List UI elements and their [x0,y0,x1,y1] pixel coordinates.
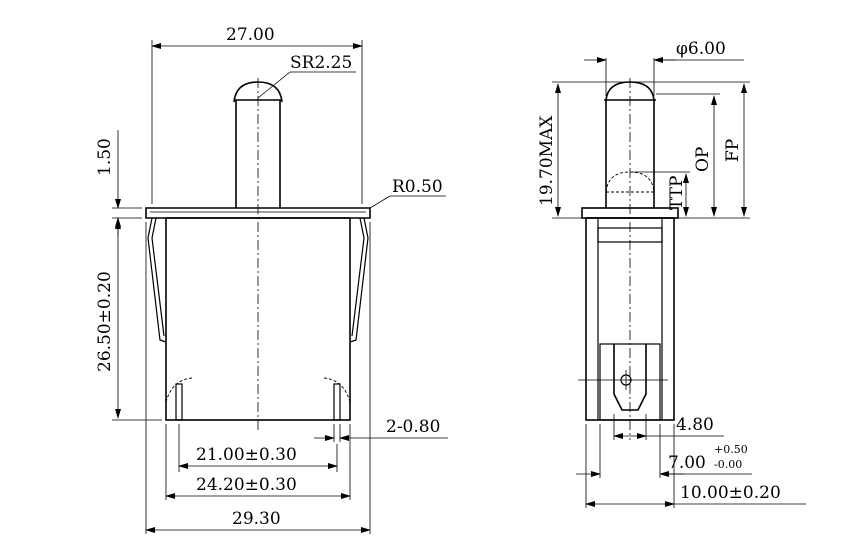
label-terminal-blade: 4.80 [676,415,714,435]
label-op: OP [693,147,713,172]
label-terminal-pitch-inner: 21.00±0.30 [196,445,297,465]
side-plunger [604,81,656,208]
label-side-width: 10.00±0.20 [680,483,781,503]
side-view: φ6.00 19.70MAX FP OP TTP [537,39,806,508]
dim-max-height: 19.70MAX [537,81,626,219]
label-sphere-radius: SR2.25 [290,53,352,73]
side-body [585,217,675,421]
dim-op: OP [656,93,720,217]
label-depth-tol-minus: -0.00 [714,458,742,471]
dim-flange-thickness: 1.50 [95,130,142,236]
label-ttp: TTP [667,176,687,210]
label-flange-thickness: 1.50 [95,138,115,176]
label-max-height: 19.70MAX [537,115,557,206]
side-terminal [578,344,668,411]
dim-terminal-blade: 4.80 [613,414,724,440]
front-flange [145,207,371,219]
dim-body-height: 26.50±0.20 [95,219,162,421]
dim-side-width: 10.00±0.20 [585,424,806,508]
dim-depth: 7.00 +0.50 -0.00 [576,424,752,478]
label-terminal-width: 2-0.80 [386,417,440,437]
front-body [147,217,369,421]
label-overall-width: 29.30 [232,509,281,529]
dim-fp: FP [634,81,750,219]
label-depth-tol-plus: +0.50 [714,443,748,456]
front-terminals [165,377,351,421]
dim-sphere-radius: SR2.25 [257,53,356,99]
dim-ttp: TTP [632,171,690,217]
front-plunger [233,81,283,208]
dim-terminal-pitch-outer: 24.20±0.30 [165,424,351,500]
label-terminal-pitch-outer: 24.20±0.30 [196,475,297,495]
dim-terminal-width: 2-0.80 [314,417,448,442]
dim-overall-width: 29.30 [145,222,371,534]
dim-width-top: 27.00 [151,25,363,204]
label-plunger-diameter: φ6.00 [676,39,726,59]
label-body-height: 26.50±0.20 [95,271,115,372]
front-view: 27.00 SR2.25 R0.50 1.50 26.50±0.20 [95,25,448,534]
label-flange-radius: R0.50 [392,177,443,197]
label-width-top: 27.00 [226,25,275,45]
label-fp: FP [723,139,743,162]
dim-terminal-pitch-inner: 21.00±0.30 [178,424,338,472]
label-depth-main: 7.00 [668,453,706,473]
dim-flange-radius: R0.50 [369,177,446,209]
dim-plunger-diameter: φ6.00 [584,39,744,96]
